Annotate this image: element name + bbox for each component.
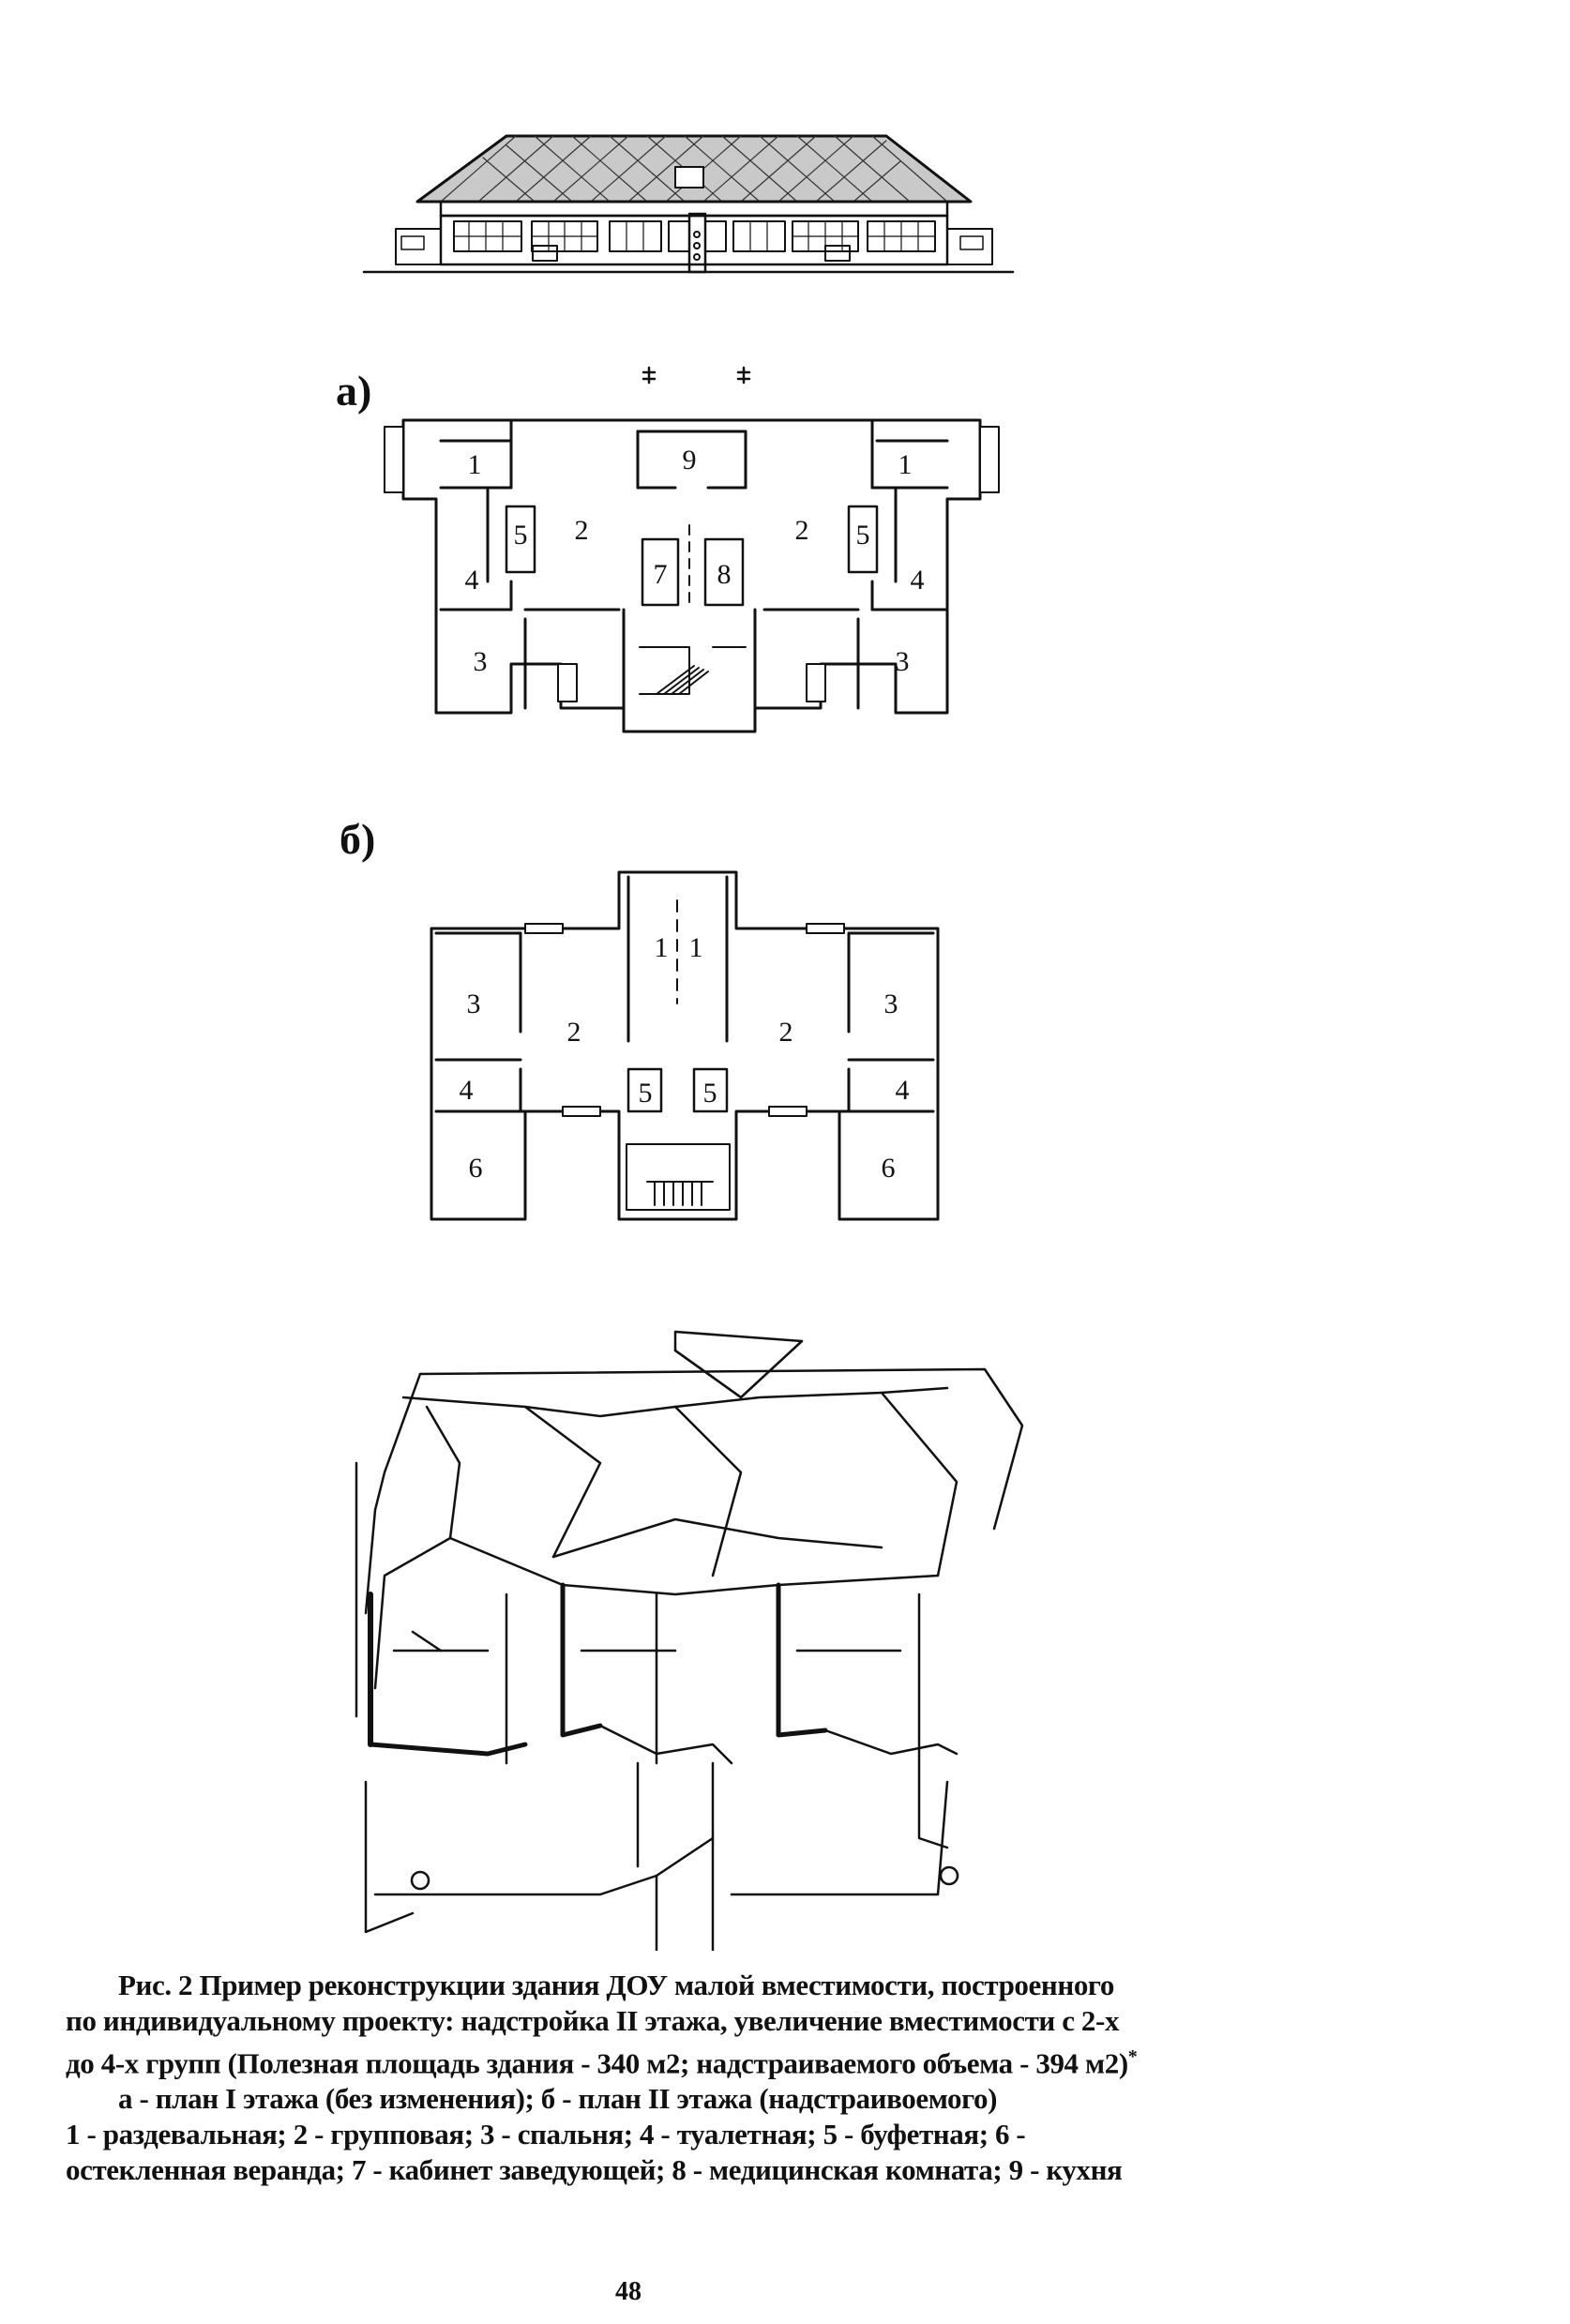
legend-rooms-line: 1 - раздевальная; 2 - групповая; 3 - спа… xyxy=(66,2118,1026,2151)
room-number: 4 xyxy=(460,1075,474,1106)
caption-title-line: до 4-х групп (Полезная площадь здания - … xyxy=(66,2039,1397,2081)
room-number: 5 xyxy=(514,520,528,551)
room-number: 4 xyxy=(911,565,925,596)
room-number: 3 xyxy=(474,646,488,677)
plan-a-room-numbers: 1 1 2 2 9 5 5 7 8 4 4 3 3 xyxy=(465,445,925,677)
reconstruction-figure: а) б) 1 1 2 2 9 5 5 7 8 4 4 3 3 1 1 3 3 … xyxy=(336,134,1024,1951)
axonometric-sketch xyxy=(355,1330,1024,1951)
room-number: 8 xyxy=(717,559,732,590)
room-number: 2 xyxy=(575,515,589,546)
room-number: 1 xyxy=(898,449,913,480)
room-number: 4 xyxy=(465,565,479,596)
room-number: 9 xyxy=(683,445,697,475)
plan-a-label: а) xyxy=(336,367,371,415)
footnote-mark: * xyxy=(1127,2046,1138,2067)
legend-plans: а - план I этажа (без изменения); б - пл… xyxy=(118,2082,998,2116)
caption-title-line: по индивидуальному проекту: надстройка I… xyxy=(66,2004,1120,2037)
building-facade-elevation xyxy=(362,134,1015,274)
caption-title-line: Рис. 2 Пример реконструкции здания ДОУ м… xyxy=(118,1969,1114,2001)
room-number: 3 xyxy=(884,988,898,1019)
first-floor-plan xyxy=(384,366,1000,733)
second-floor-plan xyxy=(430,870,940,1221)
room-number: 7 xyxy=(654,559,668,590)
room-number: 3 xyxy=(896,646,910,677)
room-number: 5 xyxy=(703,1078,717,1109)
room-number: 4 xyxy=(896,1075,910,1106)
room-number: 5 xyxy=(639,1078,653,1109)
legend-rooms-line: остекленная веранда; 7 - кабинет заведую… xyxy=(66,2153,1123,2187)
room-number: 3 xyxy=(467,988,481,1019)
figure-caption: Рис. 2 Пример реконструкции здания ДОУ м… xyxy=(66,1968,1397,2188)
room-number: 6 xyxy=(469,1153,483,1184)
room-number: 2 xyxy=(795,515,809,546)
plan-b-label: б) xyxy=(340,815,375,863)
page-number: 48 xyxy=(615,2277,642,2306)
room-number: 2 xyxy=(567,1017,581,1048)
room-number: 5 xyxy=(856,520,870,551)
room-number: 1 xyxy=(689,932,703,963)
room-number: 1 xyxy=(655,932,669,963)
room-number: 6 xyxy=(882,1153,896,1184)
plan-b-room-numbers: 1 1 3 3 2 2 4 4 5 5 6 6 xyxy=(460,932,910,1184)
room-number: 2 xyxy=(779,1017,793,1048)
caption-title-text: до 4-х групп (Полезная площадь здания - … xyxy=(66,2046,1128,2080)
room-number: 1 xyxy=(468,449,482,480)
